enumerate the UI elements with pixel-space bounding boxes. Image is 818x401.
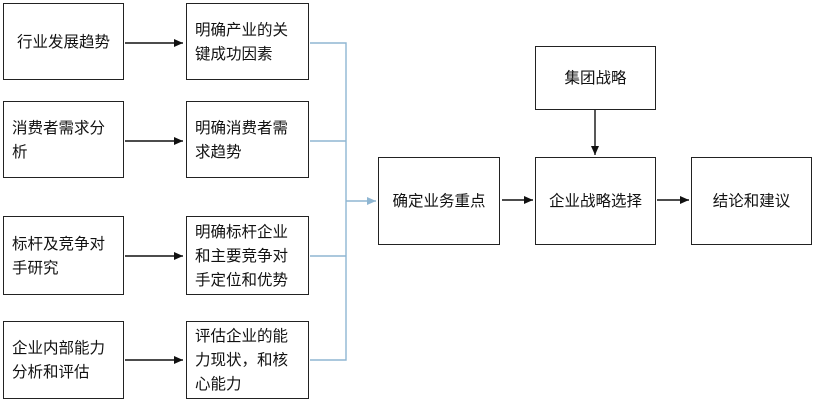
box-label: 消费者需求分析 xyxy=(12,118,106,161)
box-label: 确定业务重点 xyxy=(392,192,486,210)
box-business-focus: 确定业务重点 xyxy=(378,157,500,245)
box-label: 评估企业的能力现状，和核心能力 xyxy=(195,327,289,393)
box-group-strategy: 集团战略 xyxy=(535,46,656,110)
box-benchmark-research: 标杆及竞争对手研究 xyxy=(3,216,124,295)
box-label: 标杆及竞争对手研究 xyxy=(12,234,106,277)
box-conclusion: 结论和建议 xyxy=(691,157,812,245)
box-label: 企业内部能力分析和评估 xyxy=(12,339,106,381)
box-benchmark-positioning: 明确标杆企业和主要竞争对手定位和优势 xyxy=(186,216,309,295)
box-key-success-factors: 明确产业的关键成功因素 xyxy=(186,3,309,80)
box-label: 明确产业的关键成功因素 xyxy=(195,20,289,63)
box-label: 企业战略选择 xyxy=(548,192,642,210)
bracket-connector xyxy=(310,42,347,361)
box-consumer-analysis: 消费者需求分析 xyxy=(3,101,124,178)
box-capability-assessment: 评估企业的能力现状，和核心能力 xyxy=(186,321,309,399)
box-strategy-choice: 企业战略选择 xyxy=(535,157,656,245)
box-label: 明确消费者需求趋势 xyxy=(195,118,289,161)
box-label: 行业发展趋势 xyxy=(16,32,110,51)
box-label: 明确标杆企业和主要竞争对手定位和优势 xyxy=(195,222,289,289)
box-industry-trend: 行业发展趋势 xyxy=(3,3,124,80)
box-label: 集团战略 xyxy=(564,69,627,87)
box-label: 结论和建议 xyxy=(712,192,791,210)
box-consumer-trend: 明确消费者需求趋势 xyxy=(186,101,309,178)
box-internal-capability: 企业内部能力分析和评估 xyxy=(3,321,124,399)
